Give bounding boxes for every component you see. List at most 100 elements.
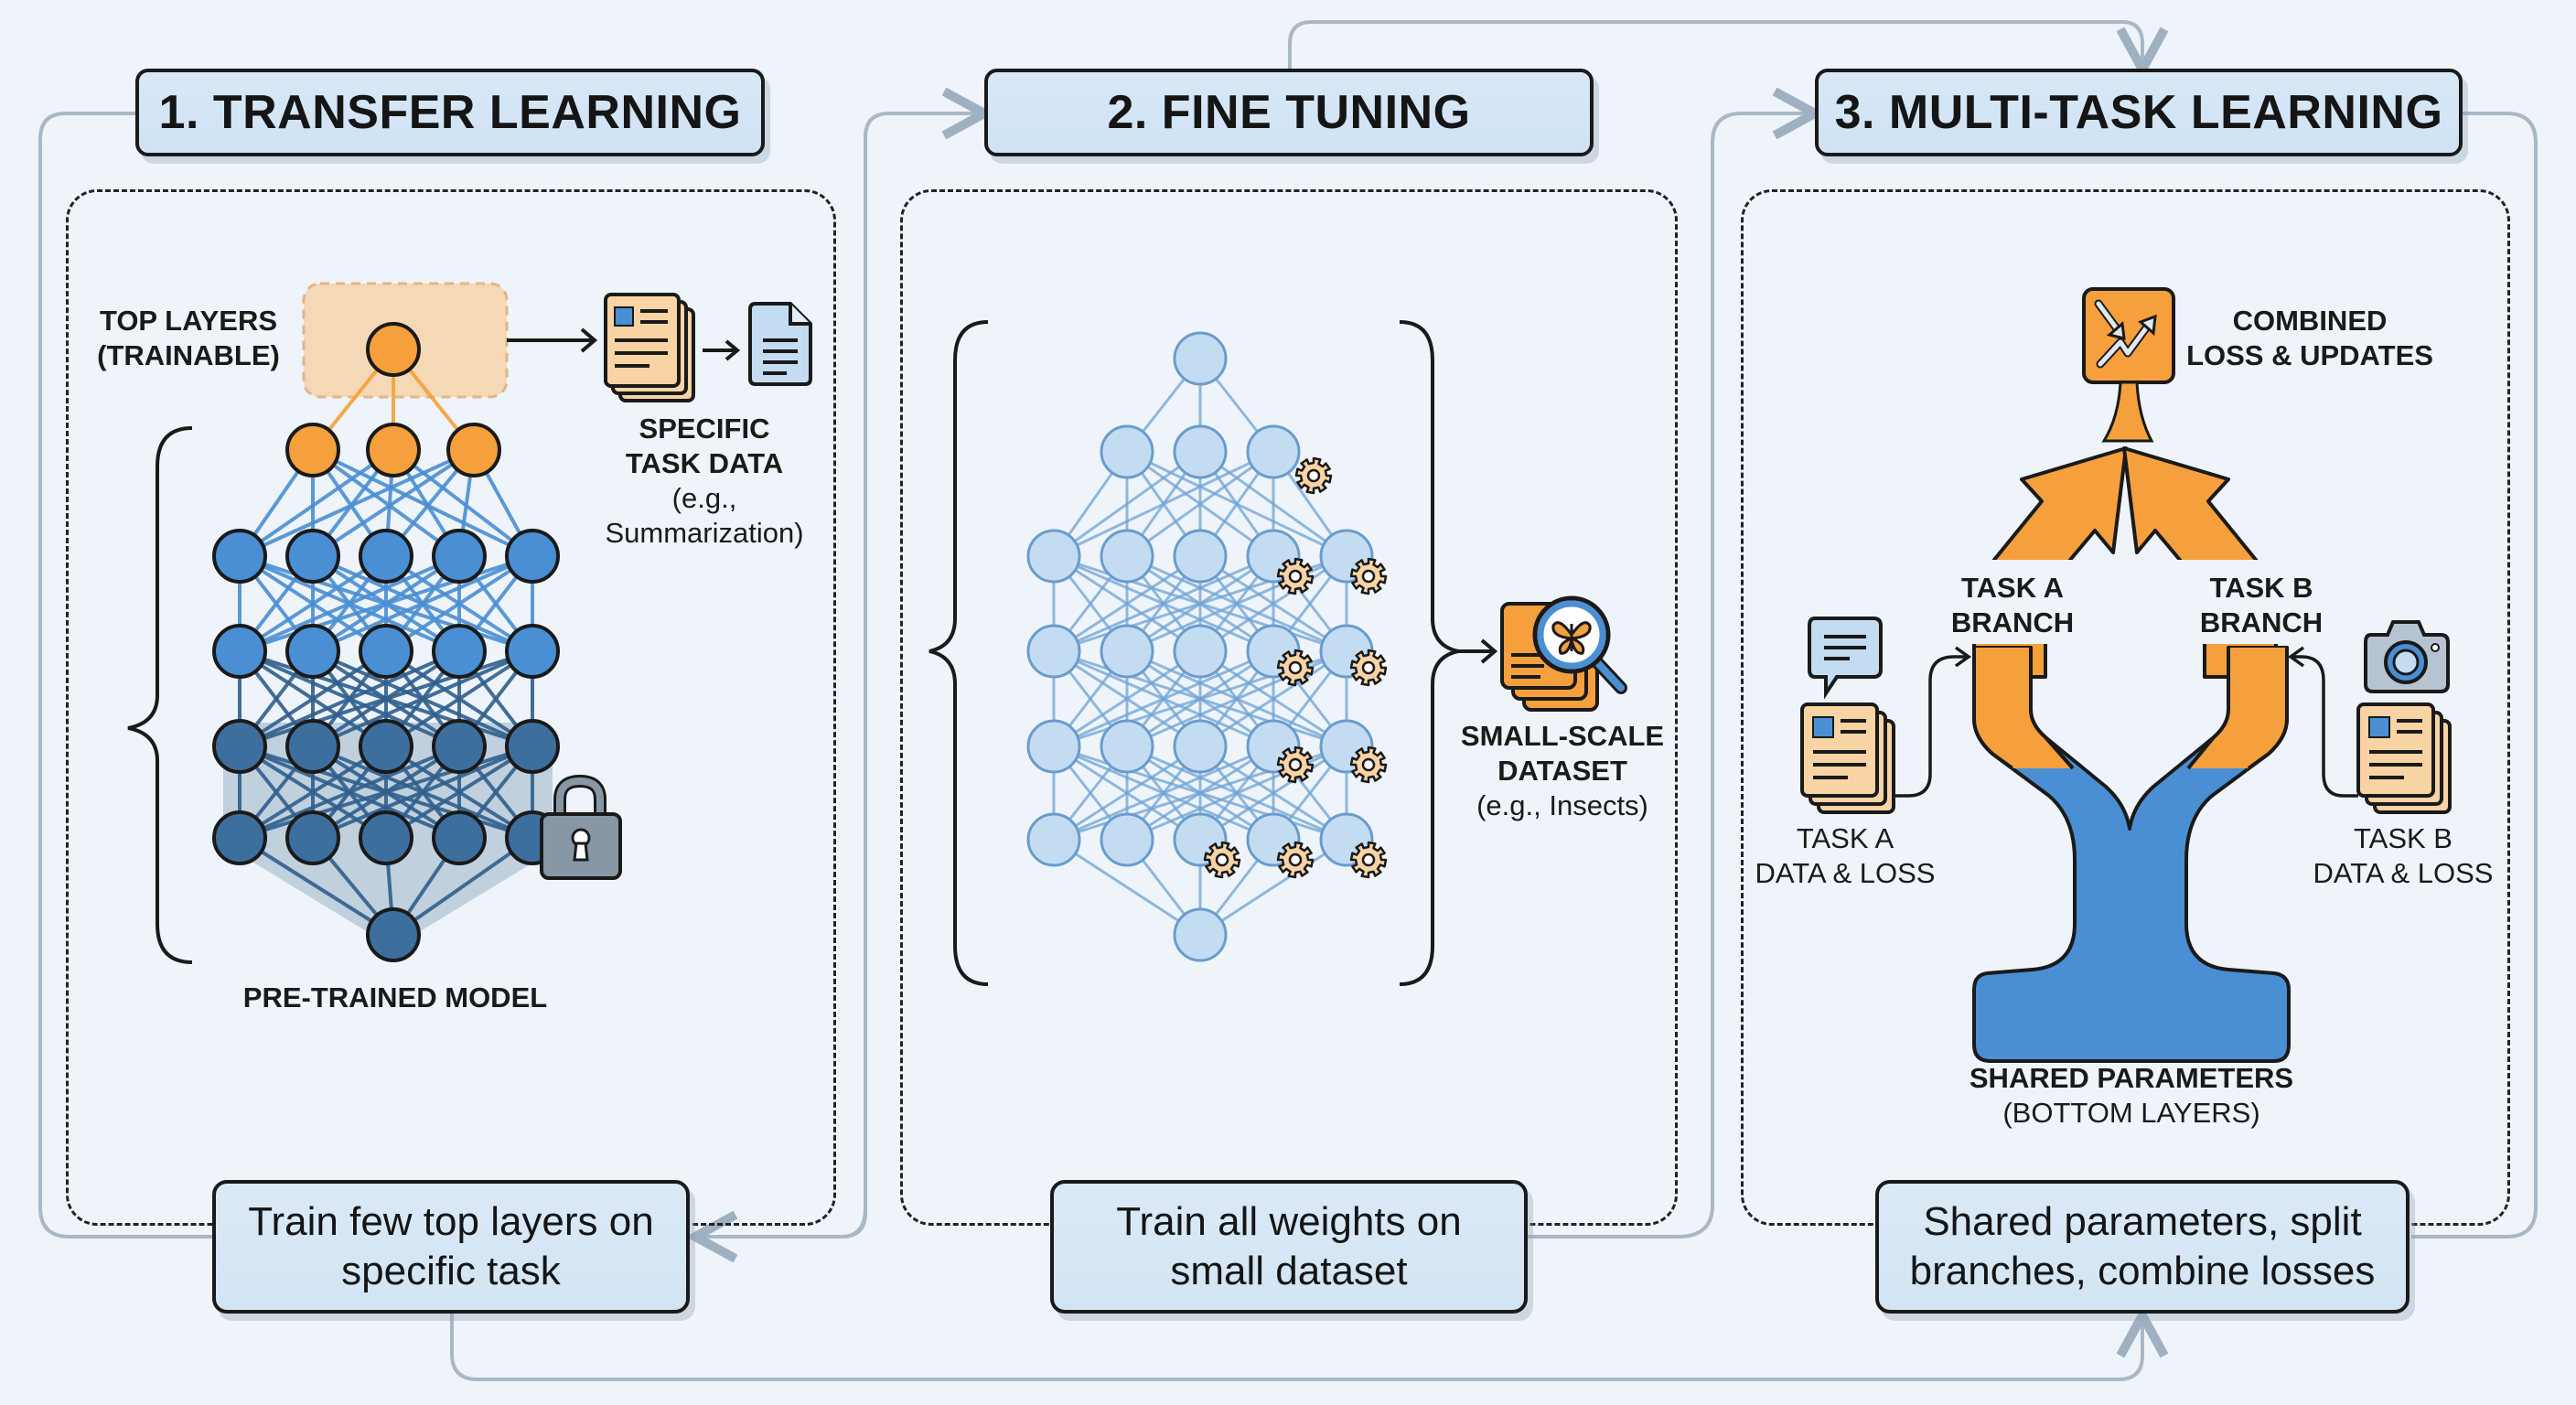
network-node — [446, 423, 501, 477]
network-edge — [1199, 745, 1347, 842]
label-pretrained-model: PRE-TRAINED MODEL — [242, 981, 548, 1014]
network-edge — [1053, 745, 1201, 842]
network-edge — [239, 448, 475, 558]
network-node — [1173, 331, 1228, 386]
branch-a-column — [1974, 648, 2073, 768]
gear-icon — [1349, 557, 1388, 595]
connector-title2-to-title3-top — [1288, 20, 2142, 69]
network-edge — [392, 836, 534, 937]
network-edge — [1053, 649, 1274, 748]
document-icon — [748, 302, 812, 386]
network-edge — [239, 745, 460, 840]
branch-b-column — [2188, 648, 2287, 768]
title-fine-tuning: 2. FINE TUNING — [984, 69, 1594, 156]
connector-panel2-to-title3 — [1528, 113, 1811, 1239]
network-node — [366, 423, 421, 477]
connector-left-loop — [38, 112, 212, 1239]
network-node — [212, 810, 267, 865]
network-node — [1026, 624, 1081, 679]
network-edge — [238, 448, 395, 558]
network-edge — [311, 448, 461, 558]
network-edge — [239, 554, 460, 653]
network-node — [359, 529, 413, 584]
document-stack-icon — [604, 293, 695, 402]
title-multi-task-learning: 3. MULTI-TASK LEARNING — [1815, 69, 2463, 156]
network-edge — [1126, 450, 1274, 558]
connector-panel1-return — [699, 1207, 867, 1237]
network-node — [1173, 424, 1228, 479]
camera-icon — [2364, 620, 2450, 693]
label-top-layers: TOP LAYERS (TRAINABLE) — [97, 305, 280, 371]
network-edge — [384, 649, 534, 748]
network-node — [432, 719, 487, 774]
network-edge — [239, 554, 533, 653]
network-node — [1026, 812, 1081, 867]
label-combined-loss: COMBINED LOSS & UPDATES — [2186, 305, 2433, 371]
gear-icon — [1349, 745, 1388, 784]
summary-transfer-learning: Train few top layers on specific task — [212, 1180, 690, 1314]
chat-bubble-icon — [1808, 617, 1883, 700]
label-task-data-example: (e.g., Summarization) — [605, 482, 804, 549]
network-node — [505, 529, 560, 584]
merge-stem — [2101, 381, 2154, 443]
network-node — [285, 529, 340, 584]
network-edge — [1053, 450, 1201, 558]
network-edge — [1053, 554, 1274, 653]
network-edge — [238, 554, 388, 653]
network-edge — [1053, 450, 1274, 558]
network-node — [212, 624, 267, 679]
network-edge — [1126, 745, 1347, 842]
gear-icon — [1349, 841, 1388, 879]
network-node — [505, 719, 560, 774]
brace-left — [928, 320, 989, 986]
network-node — [285, 719, 340, 774]
network-node — [366, 322, 421, 377]
network-node — [1173, 624, 1228, 679]
arrow-task-b-to-branch — [2292, 655, 2358, 798]
brace-left — [127, 426, 193, 964]
network-node — [432, 529, 487, 584]
network-node — [285, 423, 340, 477]
network-edge — [238, 649, 388, 748]
network-node — [1100, 812, 1154, 867]
label-task-a-branch: TASK A BRANCH — [1950, 572, 2075, 638]
network-edge — [1053, 554, 1201, 653]
gear-icon — [1349, 649, 1388, 687]
network-edge — [238, 745, 388, 840]
network-node — [366, 907, 421, 962]
network-node — [212, 529, 267, 584]
connector-right-loop — [2411, 112, 2538, 1239]
network-node — [1173, 719, 1228, 774]
network-node — [1100, 424, 1154, 479]
network-node — [1100, 529, 1154, 584]
network-node — [432, 624, 487, 679]
summary-fine-tuning: Train all weights on small dataset — [1050, 1180, 1528, 1314]
gear-icon — [1276, 557, 1315, 595]
butterfly-magnifier-icon — [1500, 595, 1627, 712]
network-node — [1100, 624, 1154, 679]
network-node — [432, 810, 487, 865]
network-node — [359, 719, 413, 774]
label-task-b-branch: TASK B BRANCH — [2199, 572, 2324, 638]
network-edge — [392, 448, 534, 558]
gear-icon — [1294, 456, 1333, 495]
network-node — [1173, 529, 1228, 584]
network-edge — [238, 836, 395, 937]
network-node — [212, 719, 267, 774]
network-node — [285, 624, 340, 679]
summary-multi-task-learning: Shared parameters, split branches, combi… — [1875, 1180, 2410, 1314]
network-node — [1173, 907, 1228, 962]
network-edge — [1126, 554, 1347, 653]
network-edge — [384, 745, 534, 840]
network-edge — [1199, 838, 1347, 937]
label-dataset-example: (e.g., Insects) — [1476, 789, 1648, 821]
document-stack-icon — [1800, 702, 1895, 814]
gear-icon — [1203, 841, 1241, 879]
lock-icon — [540, 774, 622, 880]
title-transfer-learning: 1. TRANSFER LEARNING — [135, 69, 765, 156]
